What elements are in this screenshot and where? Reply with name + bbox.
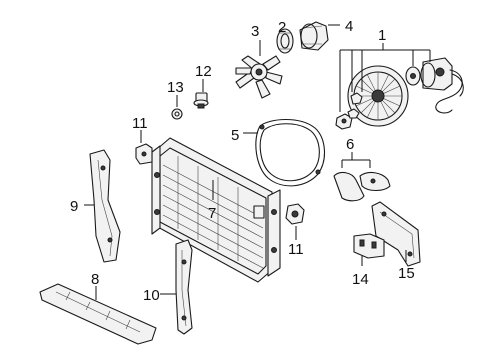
air-deflector-part-8: [39, 283, 157, 345]
fan-assembly-part-1: [335, 43, 464, 130]
seal-pieces-part-6: [333, 152, 391, 202]
bracket-part-11-upper: [135, 130, 153, 165]
callout-11-upper: 11: [132, 115, 148, 132]
radiator-part-7: [151, 137, 281, 283]
fan-clutch-part-2: [276, 28, 294, 54]
temp-switch-part-12: [193, 79, 209, 109]
callout-4: 4: [345, 18, 353, 35]
bracket-part-11-lower: [285, 203, 305, 240]
callout-12: 12: [195, 63, 212, 80]
callout-3: 3: [251, 23, 259, 40]
callout-5: 5: [231, 127, 239, 144]
side-baffle-part-9: [84, 149, 121, 263]
callout-6: 6: [346, 136, 354, 153]
lower-baffle-part-10: [160, 239, 193, 335]
callout-7: 7: [208, 205, 216, 222]
callout-1: 1: [378, 27, 386, 44]
callout-2: 2: [278, 19, 286, 36]
callout-13: 13: [167, 79, 184, 96]
fan-pulley-part-4: [299, 21, 340, 51]
callout-8: 8: [91, 271, 99, 288]
callout-11-lower: 11: [288, 241, 304, 258]
callout-9: 9: [70, 198, 78, 215]
callout-10: 10: [143, 287, 160, 304]
fan-shroud-part-5: [243, 118, 325, 187]
small-bracket-part-14: [353, 233, 385, 266]
washer-part-13: [171, 95, 183, 120]
callout-14: 14: [352, 271, 369, 288]
mechanical-fan-part-3: [235, 40, 283, 99]
callout-15: 15: [398, 265, 415, 282]
